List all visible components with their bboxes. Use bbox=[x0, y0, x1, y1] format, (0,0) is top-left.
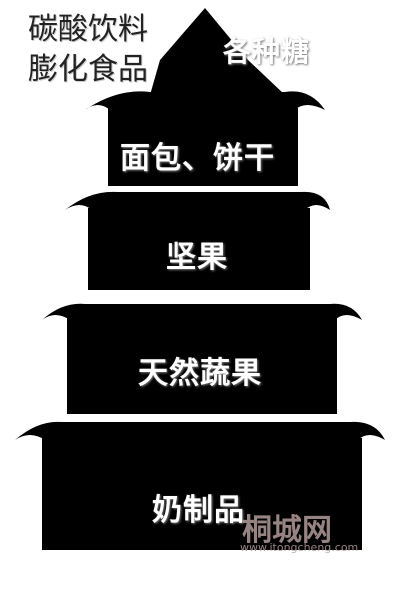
pagoda-eave-3 bbox=[42, 303, 362, 320]
pagoda-tier-2 bbox=[88, 208, 310, 290]
top-label: 各种糖 bbox=[223, 35, 311, 68]
tier-label-3: 天然蔬果 bbox=[138, 356, 262, 391]
tier-label-2: 坚果 bbox=[166, 240, 228, 275]
pagoda-tier-3 bbox=[67, 318, 337, 414]
tier-label-4: 奶制品 bbox=[152, 493, 245, 528]
pagoda-roof bbox=[150, 8, 285, 95]
watermark-url: www.itongcheng.com bbox=[240, 541, 359, 554]
pagoda-eave-4 bbox=[15, 421, 385, 440]
top-left-label-1: 碳酸饮料 bbox=[28, 12, 148, 47]
pagoda-eave-2 bbox=[65, 191, 330, 210]
pagoda-tier-4 bbox=[42, 438, 362, 550]
tier-label-1: 面包、饼干 bbox=[120, 141, 275, 176]
pagoda-eave-1 bbox=[85, 91, 325, 110]
watermark-name: 桐城网 bbox=[242, 513, 332, 548]
top-left-label-2: 膨化食品 bbox=[28, 52, 148, 87]
pagoda-tier-1 bbox=[108, 108, 298, 186]
